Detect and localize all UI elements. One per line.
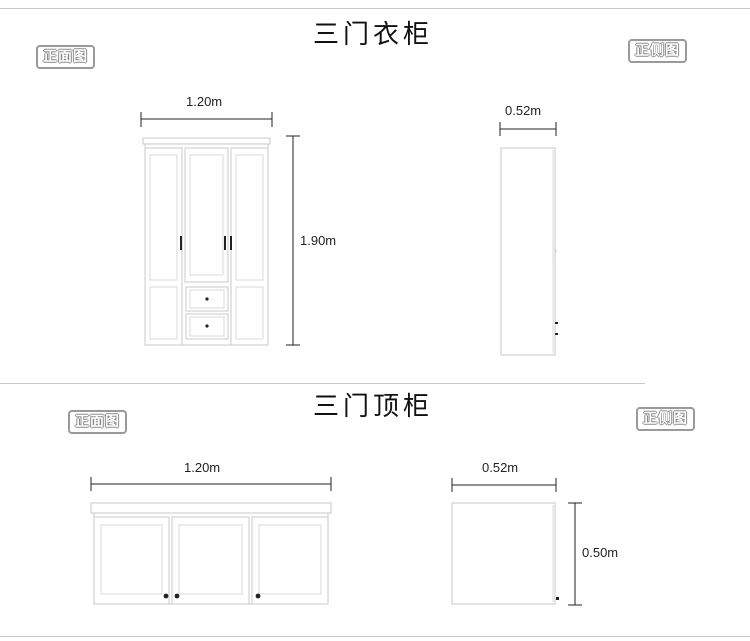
top-cabinet-depth-label: 0.52m	[482, 460, 519, 475]
top-cabinet-side-drawing	[451, 478, 582, 606]
wardrobe-front-view-badge: 正面图	[36, 45, 95, 69]
middle-divider	[0, 383, 645, 384]
top-cabinet-side-view-badge: 正侧图	[636, 407, 695, 431]
wardrobe-width-label: 1.20m	[186, 94, 223, 109]
wardrobe-side-drawing	[499, 122, 558, 356]
top-cabinet-width-label: 1.20m	[184, 460, 221, 475]
wardrobe-depth-label: 0.52m	[505, 103, 542, 118]
wardrobe-height-label: 1.90m	[300, 233, 337, 248]
wardrobe-side-view-badge: 正侧图	[628, 39, 687, 63]
wardrobe-title: 三门衣柜	[313, 20, 434, 50]
top-divider	[0, 8, 750, 9]
top-cabinet-front-view-badge: 正面图	[68, 410, 127, 434]
top-cabinet-front-drawing	[90, 477, 332, 605]
bottom-divider	[0, 636, 750, 637]
top-cabinet-height-label: 0.50m	[582, 545, 619, 560]
wardrobe-front-drawing	[140, 112, 300, 346]
top-cabinet-title: 三门顶柜	[313, 392, 434, 422]
